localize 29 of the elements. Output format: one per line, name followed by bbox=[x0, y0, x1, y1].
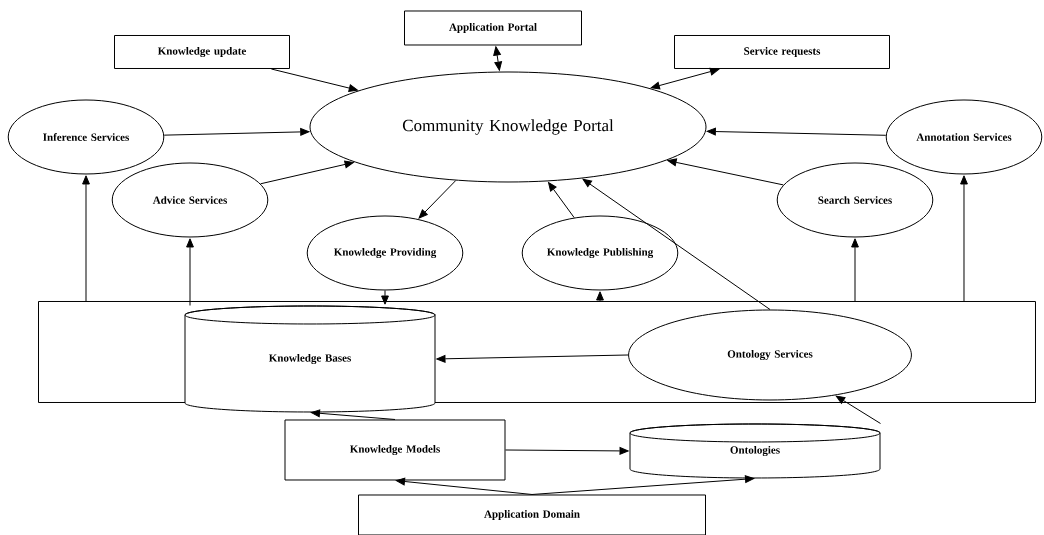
arrow bbox=[186, 238, 194, 306]
input-box: Application Domain bbox=[358, 494, 706, 535]
input-box: Knowledge update bbox=[114, 35, 290, 69]
arrow bbox=[835, 395, 881, 424]
arrow bbox=[582, 178, 771, 310]
arrow bbox=[493, 46, 503, 71]
arrow bbox=[851, 238, 859, 302]
arrow bbox=[960, 175, 968, 302]
arrow bbox=[436, 354, 629, 363]
arrow bbox=[310, 409, 396, 420]
input-box: Knowledge Models bbox=[284, 419, 506, 481]
arrow bbox=[650, 67, 720, 90]
input-box: Service requests bbox=[674, 35, 890, 69]
arrow bbox=[82, 175, 90, 302]
arrow bbox=[505, 447, 629, 455]
arrow bbox=[260, 160, 354, 185]
arrow bbox=[667, 158, 784, 186]
arrow bbox=[163, 128, 310, 136]
arrow bbox=[531, 475, 755, 495]
database-cylinder: Knowledge Bases bbox=[184, 305, 436, 413]
input-box: Application Portal bbox=[404, 10, 582, 46]
arrow bbox=[270, 68, 358, 92]
arrow bbox=[381, 290, 389, 305]
arrow bbox=[418, 180, 457, 219]
arrow bbox=[706, 127, 887, 136]
arrow bbox=[596, 291, 604, 302]
database-cylinder: Ontologies bbox=[629, 423, 881, 479]
arrow bbox=[395, 477, 533, 495]
arrow bbox=[548, 181, 575, 219]
